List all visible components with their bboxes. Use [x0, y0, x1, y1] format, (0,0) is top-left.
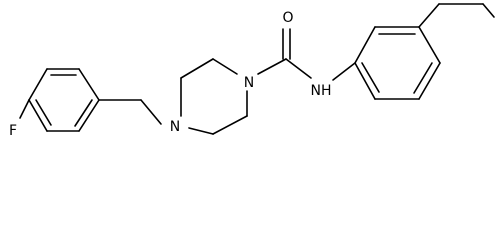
bond: [354, 62, 376, 100]
bond: [78, 99, 100, 132]
fluorophenyl-ring: [28, 68, 100, 132]
bond: [28, 99, 48, 132]
bond-ch2-n: [140, 99, 162, 125]
double-bond-inner: [361, 62, 380, 93]
bond: [354, 26, 376, 64]
double-bond-inner: [35, 99, 52, 126]
bond-ethyl-ch3: [482, 3, 495, 18]
bond-nh-ring: [332, 62, 356, 81]
double-bond-inner: [74, 99, 93, 127]
double-bond-inner: [413, 62, 433, 94]
bond-carbonyl-nh: [285, 58, 312, 79]
piperazine-ring: [180, 58, 248, 135]
bond-n-carbonyl: [257, 58, 287, 75]
bond: [78, 68, 100, 101]
amide-nh-label: NH: [311, 83, 332, 99]
bond: [212, 115, 248, 135]
bond: [212, 58, 238, 75]
fluorine-atom-label: F: [9, 123, 17, 139]
bond-ring-ch2-ethyl: [418, 3, 440, 28]
ethylphenyl-ring: [354, 26, 441, 100]
bond: [188, 127, 214, 135]
nitrogen-atom-label: N: [244, 75, 254, 91]
nitrogen-atom-label: N: [170, 119, 180, 135]
bond-c-f: [19, 99, 30, 119]
structure-diagram: F N N O NH: [9, 3, 495, 139]
oxygen-atom-label: O: [282, 10, 293, 26]
bond: [28, 68, 48, 101]
bond: [418, 62, 441, 100]
bond: [180, 58, 214, 79]
bond: [418, 26, 441, 64]
